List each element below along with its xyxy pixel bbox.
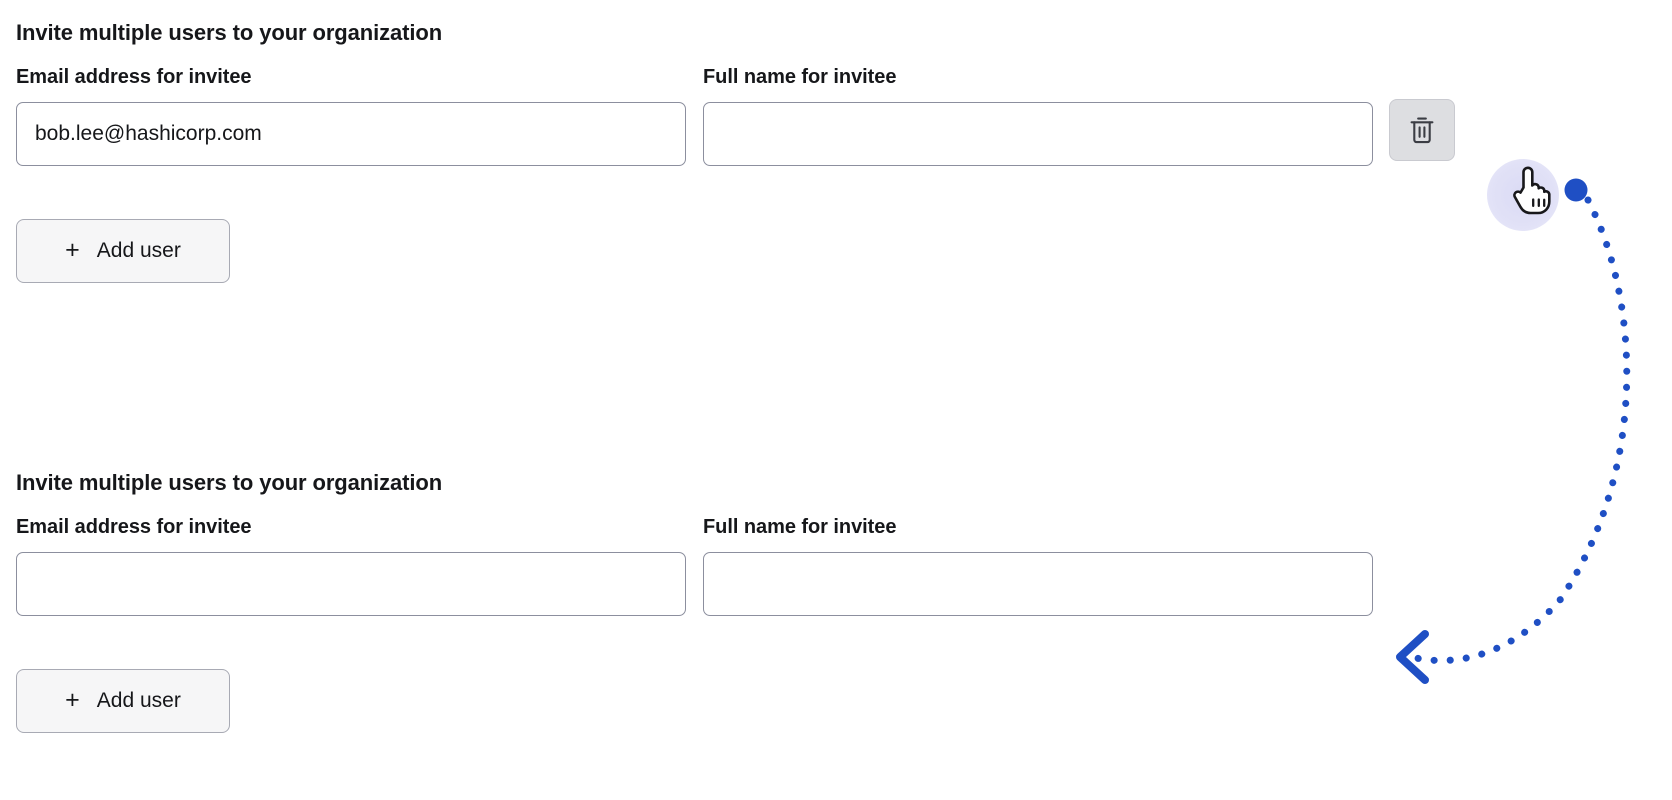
section-heading: Invite multiple users to your organizati… — [16, 470, 443, 495]
add-user-label: Add user — [96, 689, 181, 712]
full-name-input[interactable] — [703, 102, 1373, 166]
invite-field-row: Email address for invitee Full name for … — [0, 516, 1672, 636]
delete-invitee-button[interactable] — [1389, 99, 1455, 161]
trash-icon — [1409, 115, 1435, 145]
email-input[interactable] — [16, 552, 686, 616]
plus-icon: + — [65, 685, 80, 714]
email-field-label: Email address for invitee — [16, 516, 252, 538]
section-heading: Invite multiple users to your organizati… — [16, 20, 443, 45]
email-input[interactable] — [16, 102, 686, 166]
add-user-button[interactable]: + Add user — [16, 219, 230, 283]
annotation-arrowhead — [1396, 630, 1429, 684]
plus-icon: + — [65, 235, 80, 264]
invite-field-row: Email address for invitee Full name for … — [0, 66, 1672, 186]
email-field-group: Email address for invitee — [16, 66, 686, 166]
full-name-field-label: Full name for invitee — [703, 516, 897, 538]
full-name-field-group: Full name for invitee — [703, 66, 1373, 166]
add-user-label: Add user — [96, 239, 181, 262]
add-user-button[interactable]: + Add user — [16, 669, 230, 733]
email-field-label: Email address for invitee — [16, 66, 252, 88]
full-name-field-label: Full name for invitee — [703, 66, 897, 88]
full-name-input[interactable] — [703, 552, 1373, 616]
full-name-field-group: Full name for invitee — [703, 516, 1373, 616]
email-field-group: Email address for invitee — [16, 516, 686, 616]
